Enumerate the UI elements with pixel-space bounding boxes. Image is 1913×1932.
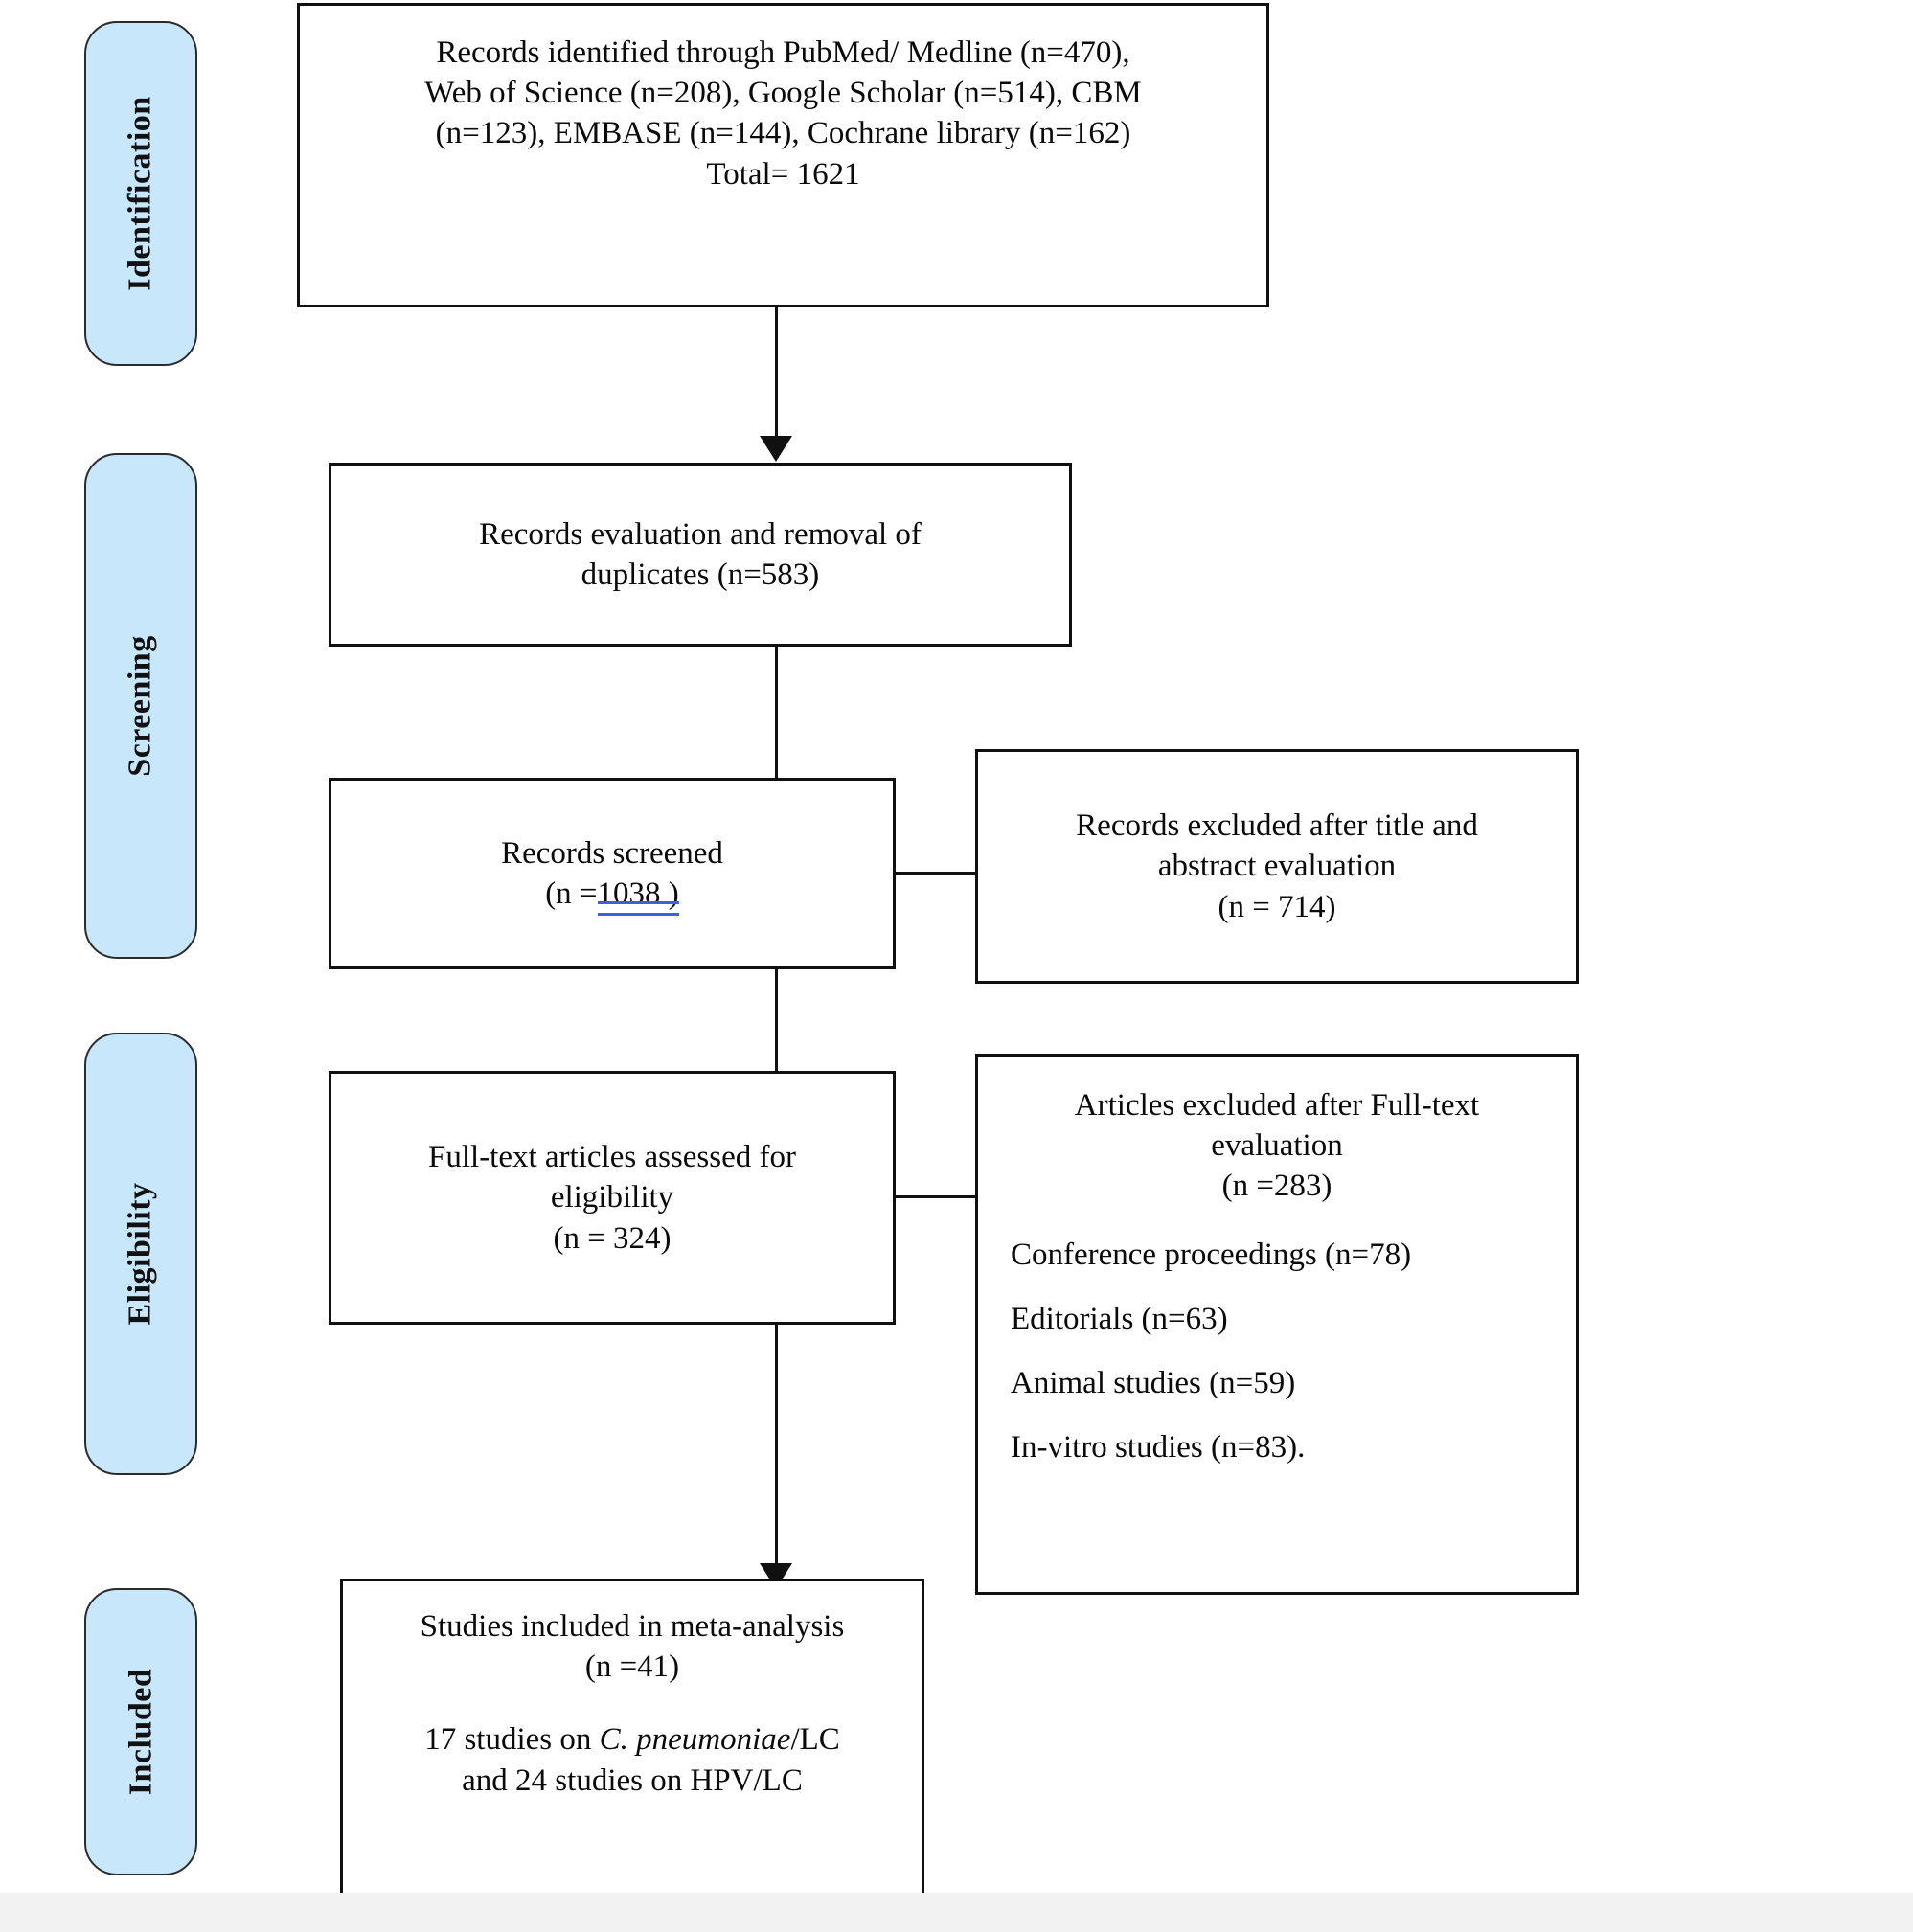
records-screened-label: Records screened bbox=[501, 835, 723, 871]
records-identified-box: Records identified through PubMed/ Medli… bbox=[297, 3, 1269, 307]
stage-label-screening: Screening bbox=[123, 635, 158, 777]
stage-label-identification: Identification bbox=[123, 96, 159, 291]
records-identified-line-2: Web of Science (n=208), Google Scholar (… bbox=[424, 76, 1142, 111]
studies-included-box: Studies included in meta-analysis (n =41… bbox=[340, 1579, 924, 1902]
page-footer-band bbox=[0, 1893, 1913, 1932]
connector-screened-to-fulltext bbox=[775, 969, 778, 1075]
duplicates-line-1: Records evaluation and removal of bbox=[479, 516, 922, 552]
fulltext-assessed-count: (n = 324) bbox=[553, 1220, 672, 1256]
connector-fulltext-to-included bbox=[775, 1325, 778, 1569]
records-identified-line-1: Records identified through PubMed/ Medli… bbox=[436, 35, 1130, 70]
studies-included-line-4: and 24 studies on HPV/LC bbox=[462, 1762, 803, 1798]
articles-excluded-line-2: evaluation bbox=[1211, 1128, 1343, 1164]
records-excluded-line-2: abstract evaluation bbox=[1157, 849, 1397, 884]
records-excluded-box: Records excluded after title and abstrac… bbox=[975, 749, 1579, 984]
studies-included-count: (n =41) bbox=[584, 1649, 680, 1685]
fulltext-assessed-line-2: eligibility bbox=[550, 1180, 674, 1216]
exclusion-reason-item: In-vitro studies (n=83). bbox=[1011, 1430, 1306, 1466]
records-screened-count-prefix: (n = bbox=[545, 876, 598, 911]
studies-included-line-3-pre: 17 studies on bbox=[424, 1722, 600, 1758]
connector-fulltext-to-excluded bbox=[896, 1195, 991, 1198]
studies-included-species-italic: C. pneumoniae bbox=[599, 1722, 791, 1758]
stage-pill-identification: Identification bbox=[84, 21, 197, 366]
studies-included-line-3-post: /LC bbox=[790, 1722, 840, 1758]
records-excluded-count: (n = 714) bbox=[1218, 889, 1336, 924]
stage-label-included: Included bbox=[123, 1668, 158, 1796]
articles-excluded-box: Articles excluded after Full-text evalua… bbox=[975, 1054, 1579, 1595]
exclusion-reason-item: Editorials (n=63) bbox=[1011, 1301, 1228, 1336]
duplicates-line-2: duplicates (n=583) bbox=[581, 557, 820, 592]
connector-identified-to-duplicates bbox=[775, 307, 778, 439]
stage-pill-included: Included bbox=[84, 1588, 197, 1875]
records-identified-line-3: (n=123), EMBASE (n=144), Cochrane librar… bbox=[435, 116, 1131, 151]
records-screened-count: (n =1038 ) bbox=[331, 874, 893, 917]
articles-excluded-line-1: Articles excluded after Full-text bbox=[1074, 1088, 1480, 1123]
records-screened-count-annotated: 1038 ) bbox=[597, 874, 680, 917]
connector-duplicates-to-screened bbox=[775, 647, 778, 781]
articles-excluded-count: (n =283) bbox=[1221, 1169, 1332, 1204]
records-identified-total: Total= 1621 bbox=[706, 156, 860, 192]
stage-label-eligibility: Eligibility bbox=[123, 1182, 158, 1326]
duplicates-removed-box: Records evaluation and removal of duplic… bbox=[329, 463, 1072, 647]
studies-included-line-1: Studies included in meta-analysis bbox=[420, 1609, 845, 1644]
connector-screened-to-excluded bbox=[896, 872, 991, 875]
studies-included-line-3: 17 studies on C. pneumoniae/LC bbox=[343, 1719, 922, 1760]
fulltext-assessed-line-1: Full-text articles assessed for bbox=[428, 1140, 796, 1175]
stage-pill-screening: Screening bbox=[84, 453, 197, 959]
stage-pill-eligibility: Eligibility bbox=[84, 1033, 197, 1475]
fulltext-assessed-box: Full-text articles assessed for eligibil… bbox=[329, 1071, 896, 1325]
exclusion-reason-item: Animal studies (n=59) bbox=[1011, 1366, 1296, 1401]
records-excluded-line-1: Records excluded after title and bbox=[1076, 808, 1478, 844]
arrowhead-identified-to-duplicates bbox=[760, 436, 792, 462]
records-screened-box: Records screened (n =1038 ) bbox=[329, 778, 896, 969]
exclusion-reason-item: Conference proceedings (n=78) bbox=[1011, 1237, 1412, 1272]
